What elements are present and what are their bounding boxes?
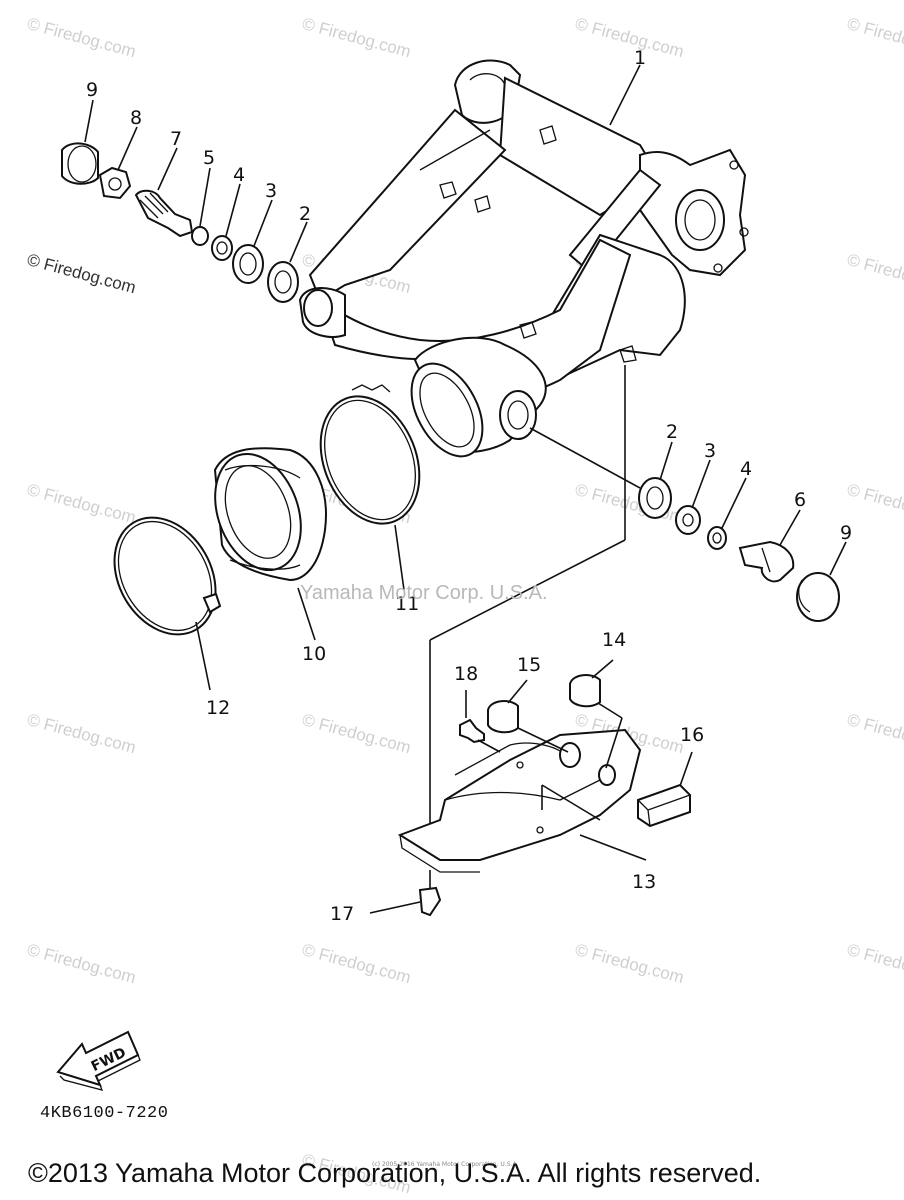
callout-18: 18 [454,663,478,685]
copyright-notice: ©2013 Yamaha Motor Corporation, U.S.A. A… [28,1158,762,1188]
callout-15: 15 [517,654,541,676]
chain-guard [397,728,642,873]
callout-9: 9 [840,522,852,544]
callout-2: 2 [666,421,678,443]
damper-14 [569,674,601,708]
callout-4: 4 [740,458,752,480]
pivot-shaft-parts-right [638,477,840,622]
callout-2: 2 [299,203,311,225]
callout-4: 4 [233,164,245,186]
boot-and-bands [113,384,421,636]
swing-arm [298,59,749,458]
callout-1: 1 [634,47,646,69]
callout-5: 5 [203,147,215,169]
pad-16 [637,783,691,828]
part-number: 4KB6100-7220 [40,1104,169,1123]
callout-13: 13 [632,871,656,893]
center-watermark: Yamaha Motor Corp. U.S.A. [300,582,548,604]
callout-9: 9 [86,79,98,101]
callout-11: 11 [395,593,419,615]
callout-3: 3 [265,180,277,202]
callout-6: 6 [794,489,806,511]
footer-small-notice: (c) 2005-2016 Yamaha Motor Corporation, … [372,1161,519,1168]
callout-7: 7 [170,128,182,150]
callout-14: 14 [602,629,626,651]
callout-8: 8 [130,107,142,129]
fwd-arrow-icon: FWD [56,1030,141,1091]
callout-10: 10 [302,643,326,665]
damper-15 [487,700,519,734]
callout-12: 12 [206,697,230,719]
callout-3: 3 [704,440,716,462]
pivot-shaft-parts-left [61,142,299,303]
callout-17: 17 [330,903,354,925]
bolt-18 [459,718,485,744]
callout-16: 16 [680,724,704,746]
bolt-17 [418,886,442,917]
